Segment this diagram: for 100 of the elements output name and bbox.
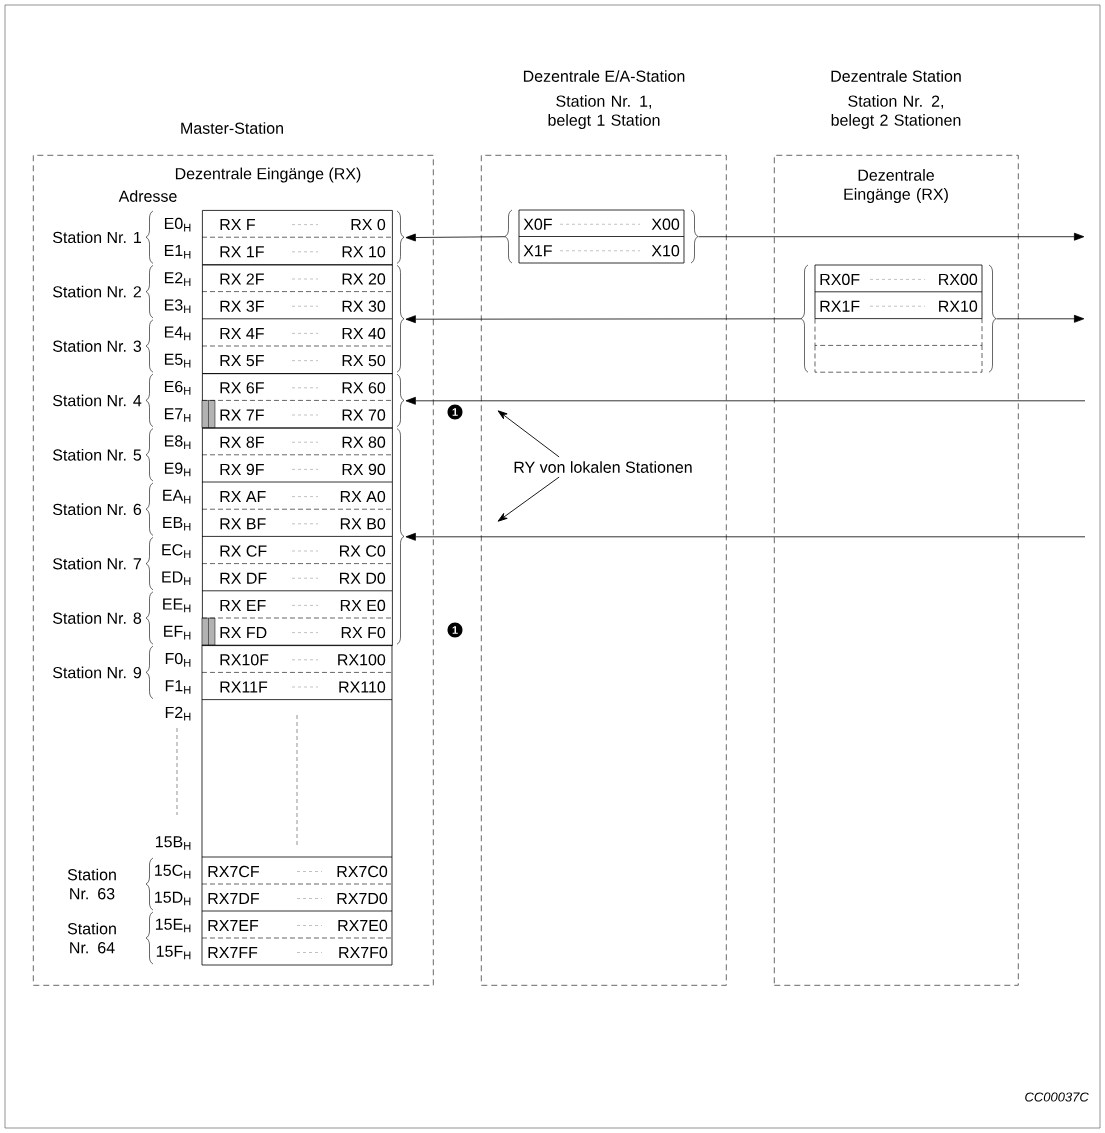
cell-text: RX 40 (342, 327, 386, 340)
address-label: 15D$_{H}$ (155, 891, 191, 906)
cell-text: RX FD (220, 627, 267, 639)
station-frame (481, 70, 727, 986)
callout-number: 1 (447, 404, 463, 420)
station-title: Dezentrale E/A-Station (523, 70, 685, 82)
arrow (996, 314, 1085, 323)
cell-text: RX10 (939, 300, 978, 312)
cell-text: RX0F (820, 273, 860, 286)
leader-arrow (497, 410, 560, 458)
address-label: E2$_{H}$ (164, 272, 191, 286)
station-subtitle: Station Nr. 1, belegt 1 Station (548, 95, 660, 129)
cell-text: RX7EF (208, 920, 259, 931)
address-label: E4$_{H}$ (164, 326, 191, 341)
cell-text: X10 (651, 245, 680, 257)
cell-text: RX 6F (220, 382, 264, 394)
cell-text: RX7C0 (337, 865, 388, 878)
address-label: F2$_{H}$ (165, 706, 191, 721)
station-frame (33, 122, 434, 986)
address-label: E9$_{H}$ (164, 462, 191, 477)
station-label: Station Nr. 3 (53, 340, 142, 352)
cell-text: RX 0 (351, 218, 386, 231)
address-label: E6$_{H}$ (164, 380, 191, 395)
cell-text: RX7F0 (339, 946, 388, 959)
cell-text: RX F0 (341, 626, 386, 639)
address-label: E7$_{H}$ (164, 408, 191, 422)
cell-text: X0F (523, 218, 552, 230)
station-label: Station Nr. 64 (67, 922, 116, 954)
cell-text: RX 60 (342, 382, 386, 394)
address-label: 15E$_{H}$ (155, 918, 191, 933)
cell-text: RX 7F (220, 409, 264, 421)
annotation-text: RY von lokalen Stationen (511, 459, 695, 475)
station-label: Station Nr. 7 (53, 557, 141, 570)
cell-text: RX 3F (220, 300, 264, 312)
cell-text: RX7E0 (338, 919, 388, 932)
cell-text: RX BF (220, 518, 266, 530)
cell-text: RX 90 (342, 463, 386, 476)
station-label: Station Nr. 63 (67, 868, 116, 900)
cell-text: RX 10 (342, 246, 386, 258)
register-block (201, 427, 405, 646)
cell-text: RX CF (220, 545, 267, 557)
address-label: E0$_{H}$ (164, 217, 191, 232)
station-label: Station Nr. 2 (53, 285, 141, 298)
register-block (201, 373, 405, 429)
cell-text: RX 2F (220, 273, 264, 285)
cell-text: RX110 (339, 681, 386, 693)
leader-arrow (497, 476, 560, 522)
cell-text: RX 9F (220, 463, 264, 476)
register-block (800, 264, 997, 373)
cell-text: RX B0 (340, 518, 386, 530)
station-title: Master-Station (181, 122, 283, 134)
cell-text: RX A0 (340, 490, 386, 503)
address-label: E5$_{H}$ (164, 353, 191, 368)
section-heading: Dezentrale Eingänge (RX) (844, 169, 948, 203)
address-label: E8$_{H}$ (164, 435, 191, 450)
register-block (201, 210, 405, 266)
cell-text: RX7D0 (337, 892, 388, 905)
cell-text: X00 (651, 218, 680, 230)
station-label: Station Nr. 4 (53, 394, 142, 407)
address-label: 15F$_{H}$ (156, 945, 191, 960)
station-label: Station Nr. 8 (53, 612, 142, 624)
cell-text: RX 30 (342, 300, 386, 312)
address-label: F1$_{H}$ (165, 680, 191, 694)
cell-text: RX E0 (340, 599, 386, 612)
cell-text: RX7DF (208, 893, 259, 904)
station-title: Dezentrale Station (831, 70, 961, 82)
address-label: F0$_{H}$ (165, 652, 191, 667)
address-label: 15C$_{H}$ (155, 864, 191, 879)
station-label: Station Nr. 5 (53, 448, 142, 461)
arrow (405, 532, 1086, 541)
cell-text: RX 50 (342, 354, 386, 367)
address-label: E1$_{H}$ (164, 245, 191, 259)
arrow (698, 232, 1085, 241)
callout-number: 1 (447, 622, 463, 638)
cell-text: RX AF (220, 491, 266, 503)
cell-text: X1F (523, 245, 552, 257)
cell-text: RX7FF (208, 947, 258, 958)
address-label: 15B$_{H}$ (155, 836, 191, 850)
cell-text: RX 80 (342, 436, 386, 448)
cell-text: RX7CF (208, 865, 259, 878)
station-label: Station Nr. 9 (53, 666, 142, 679)
arrow (405, 396, 1086, 405)
station-label: Station Nr. 6 (53, 503, 142, 516)
cell-text: RX C0 (340, 545, 386, 557)
station-frame (774, 70, 1019, 986)
cell-text: RX1F (820, 300, 860, 312)
cell-text: RX 20 (342, 273, 386, 285)
cell-text: RX F (220, 219, 255, 231)
cell-text: RX EF (220, 599, 266, 611)
cell-text: RX 1F (220, 246, 264, 258)
column-heading: Adresse (118, 190, 177, 202)
register-block (201, 264, 405, 374)
address-label: E3$_{H}$ (164, 299, 191, 314)
cell-text: RX11F (220, 681, 268, 693)
cell-text: RX 5F (220, 355, 264, 367)
cell-text: RX D0 (340, 572, 386, 584)
arrow (405, 233, 506, 242)
cell-text: RX 4F (220, 327, 264, 339)
cell-text: RX 8F (220, 436, 264, 448)
cell-text: RX00 (939, 273, 978, 286)
